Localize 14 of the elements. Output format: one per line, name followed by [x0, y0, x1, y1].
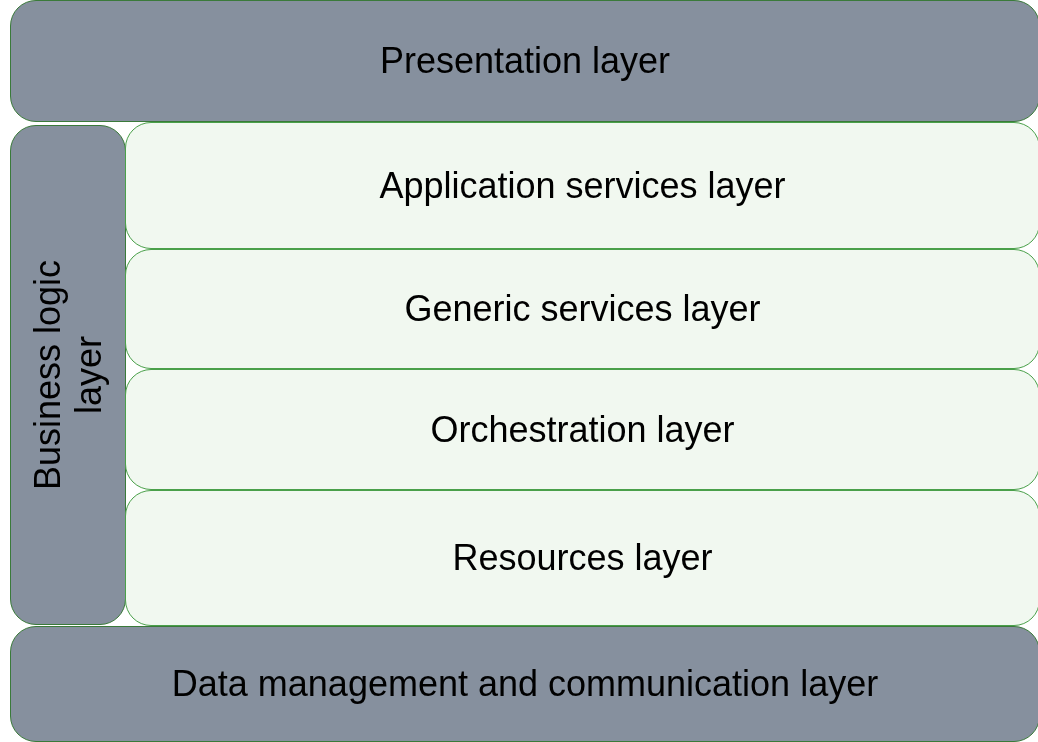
layer-label: Business logic layer	[26, 258, 110, 493]
layer-label: Application services layer	[379, 164, 786, 207]
layer-label: Generic services layer	[404, 288, 761, 330]
layer-label: Presentation layer	[379, 40, 671, 82]
layer-band	[10, 125, 126, 625]
layer-band	[10, 0, 1038, 122]
layer-band	[125, 369, 1038, 490]
layer-band	[125, 249, 1038, 369]
layer-label: Resources layer	[452, 537, 713, 579]
layer-band	[125, 122, 1038, 249]
layer-label: Data management and communication layer	[171, 663, 879, 705]
layer-label: Orchestration layer	[430, 408, 735, 451]
layer-band	[10, 626, 1038, 742]
layer-band	[125, 490, 1038, 626]
